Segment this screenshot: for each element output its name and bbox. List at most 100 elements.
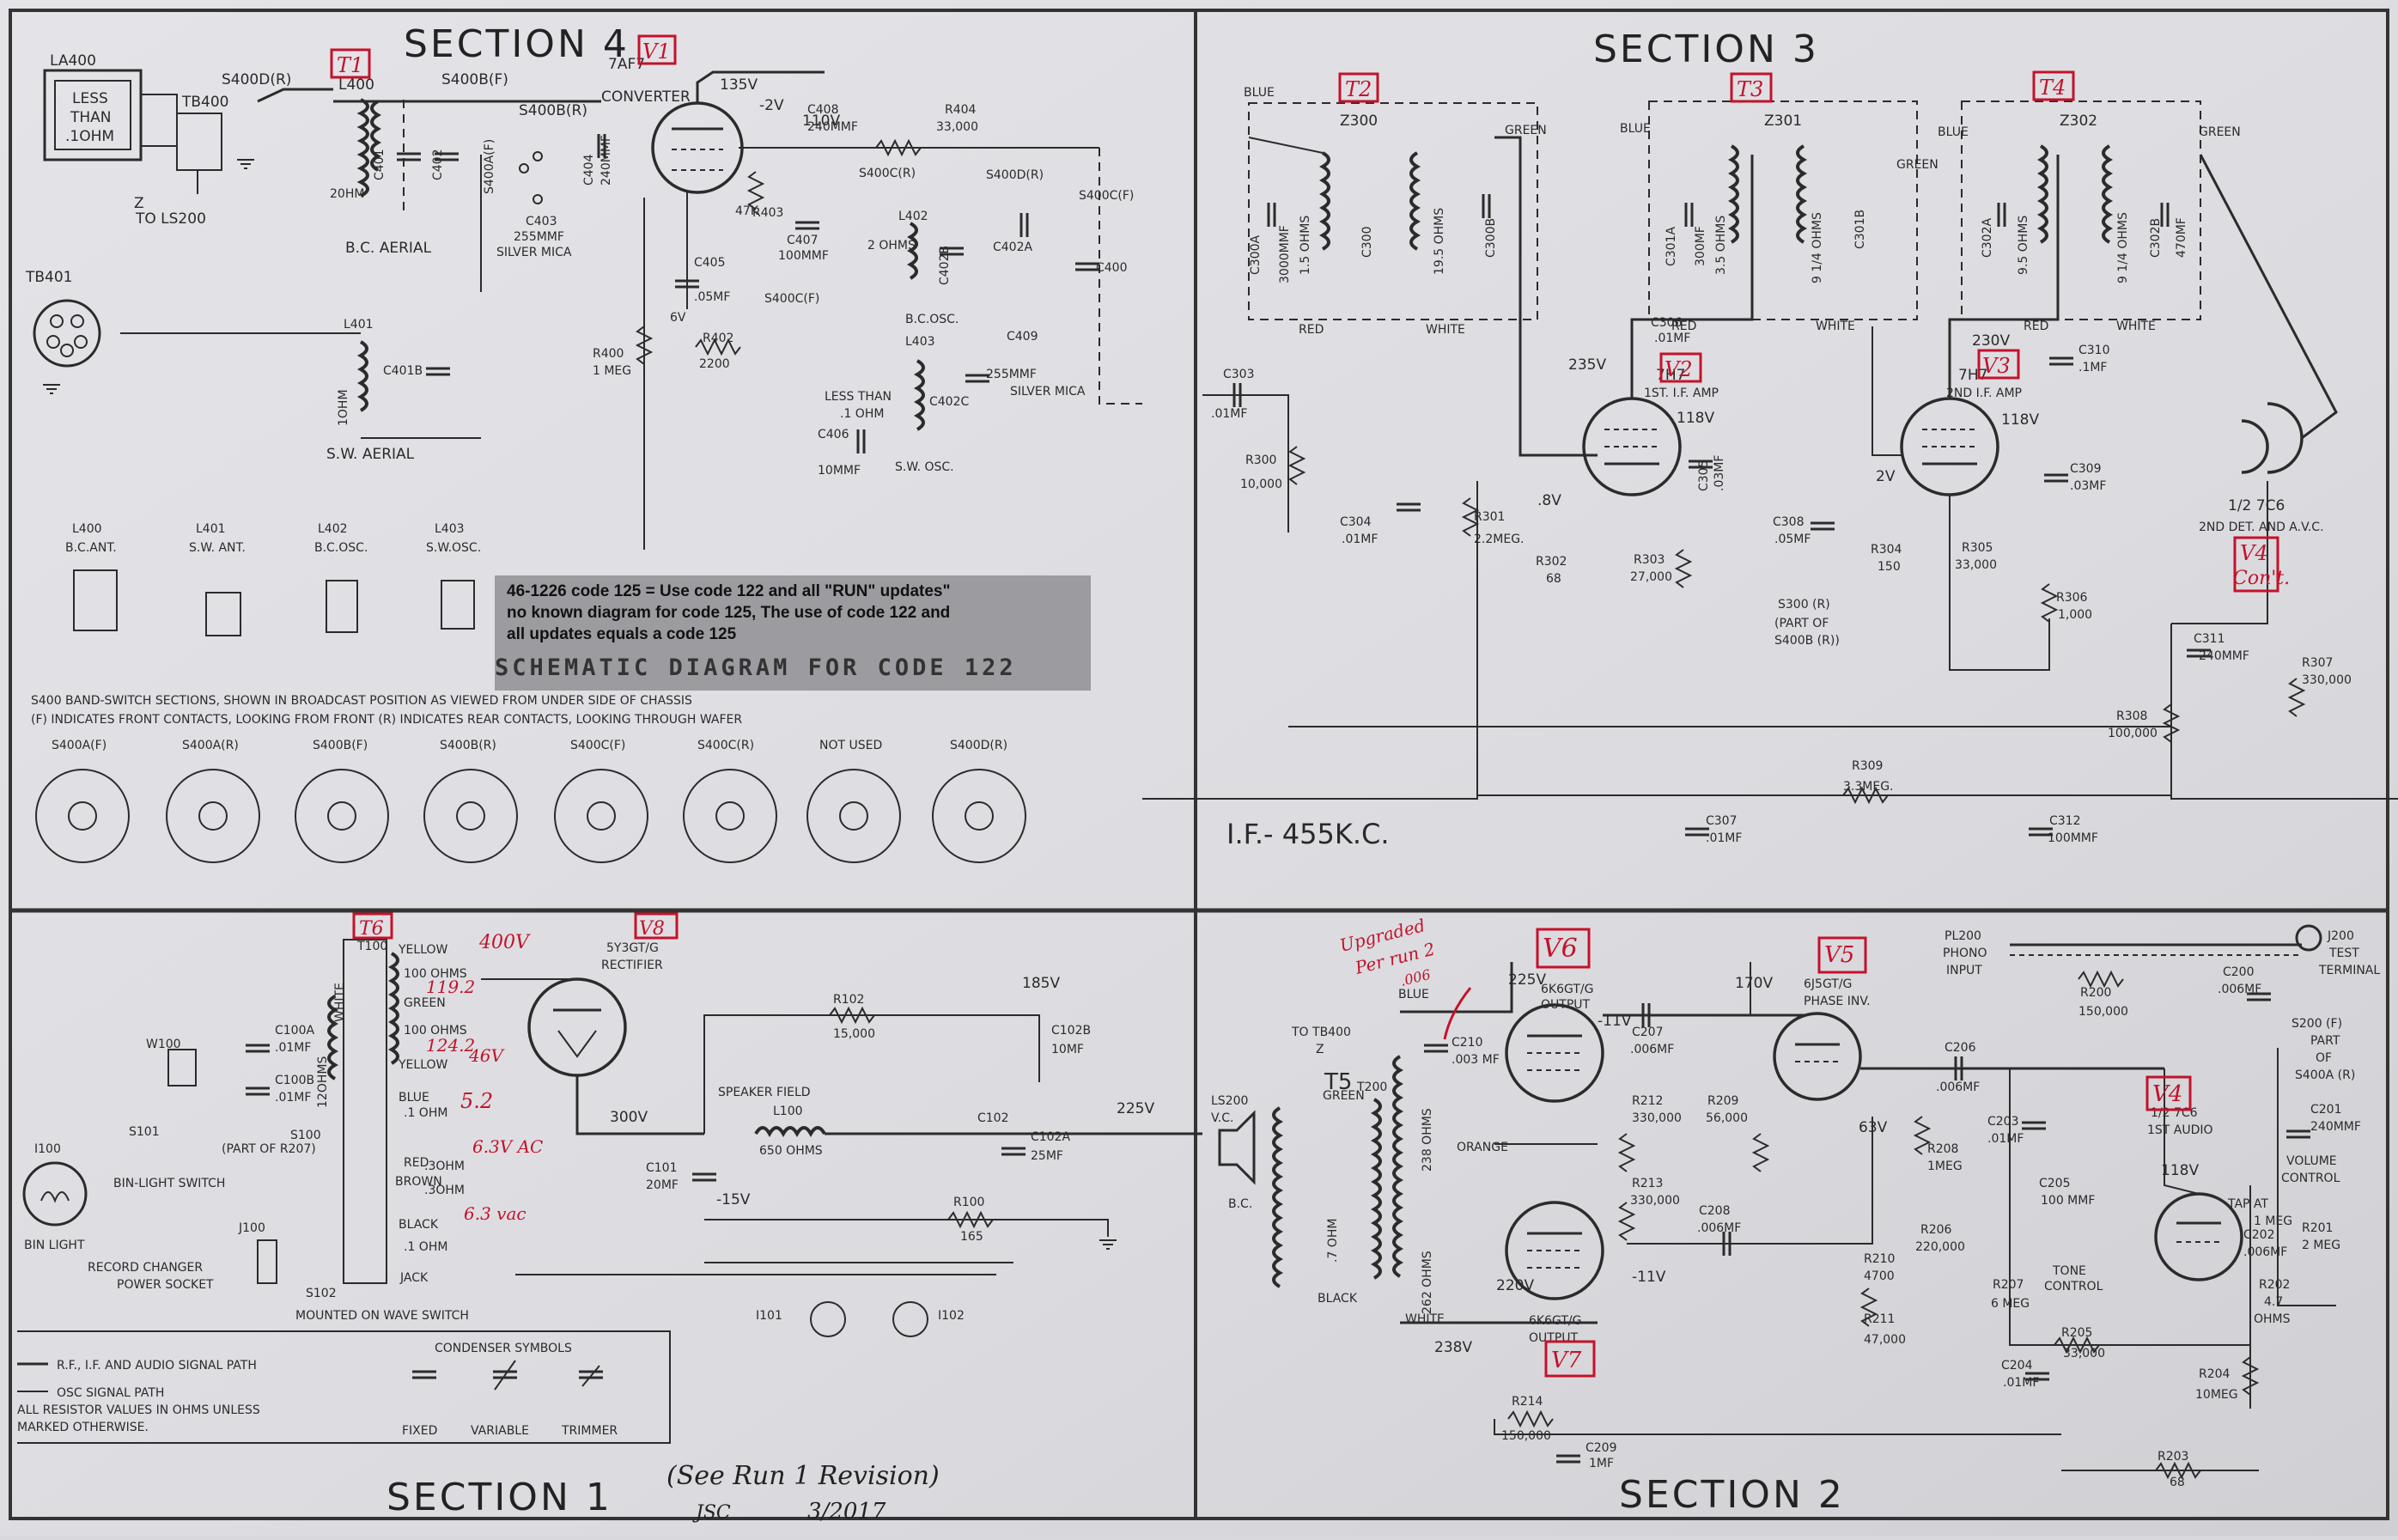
svg-text:330,000: 330,000 — [2302, 673, 2352, 687]
svg-text:300MF: 300MF — [1694, 226, 1707, 266]
tag-v5: V5 — [1824, 942, 1854, 968]
svg-text:.006MF: .006MF — [1936, 1080, 1980, 1094]
svg-text:33,000: 33,000 — [2063, 1347, 2105, 1360]
svg-text:C404: C404 — [582, 154, 596, 186]
svg-text:225V: 225V — [1508, 971, 1546, 989]
svg-text:R214: R214 — [1512, 1395, 1543, 1409]
svg-text:100 OHMS: 100 OHMS — [404, 967, 467, 981]
svg-text:R309: R309 — [1852, 759, 1883, 773]
svg-text:3.3MEG.: 3.3MEG. — [1843, 780, 1894, 794]
sheet-border — [9, 9, 2389, 1520]
band-switch-wafers: S400A(F) S400A(R) S400B(F) S400B(R) S400… — [35, 739, 1026, 863]
svg-text:-11V: -11V — [1632, 1269, 1666, 1286]
svg-text:1OHM: 1OHM — [337, 389, 350, 426]
svg-text:C306: C306 — [1651, 316, 1683, 330]
svg-text:.05MF: .05MF — [694, 290, 730, 304]
revision-signature: JSC — [692, 1502, 731, 1524]
svg-text:C207: C207 — [1632, 1026, 1664, 1039]
svg-text:15,000: 15,000 — [833, 1027, 875, 1041]
svg-text:R307: R307 — [2302, 656, 2333, 670]
svg-text:6J5GT/G: 6J5GT/G — [1804, 977, 1852, 991]
section-4-heading: SECTION 4 — [404, 22, 630, 66]
svg-text:262 OHMS: 262 OHMS — [1421, 1251, 1434, 1314]
svg-text:SILVER MICA: SILVER MICA — [1010, 385, 1086, 399]
svg-text:C402A: C402A — [993, 240, 1032, 254]
svg-text:T5: T5 — [1324, 1069, 1352, 1095]
svg-text:2V: 2V — [1876, 468, 1896, 485]
wafer-label: S400A(F) — [52, 739, 107, 752]
svg-text:RECORD CHANGER: RECORD CHANGER — [88, 1261, 203, 1275]
svg-text:1ST AUDIO: 1ST AUDIO — [2147, 1123, 2213, 1137]
svg-text:S400B(R): S400B(R) — [519, 102, 587, 119]
svg-text:TO TB400: TO TB400 — [1291, 1026, 1351, 1039]
z300-can — [1248, 102, 1538, 320]
svg-text:100MMF: 100MMF — [2048, 831, 2098, 845]
svg-text:6K6GT/G: 6K6GT/G — [1541, 983, 1593, 996]
svg-text:WHITE: WHITE — [1816, 320, 1855, 333]
svg-text:240MMF: 240MMF — [2199, 649, 2249, 663]
svg-text:.03MF: .03MF — [1713, 455, 1726, 491]
svg-text:2ND I.F. AMP: 2ND I.F. AMP — [1946, 387, 2022, 400]
svg-text:OF: OF — [2316, 1051, 2332, 1065]
svg-text:THAN: THAN — [70, 109, 112, 126]
svg-text:C309: C309 — [2070, 462, 2102, 476]
svg-text:100 MMF: 100 MMF — [2041, 1194, 2095, 1208]
svg-text:4700: 4700 — [1864, 1269, 1895, 1283]
svg-text:C102: C102 — [977, 1111, 1009, 1125]
svg-text:TB400: TB400 — [181, 94, 229, 111]
svg-text:238V: 238V — [1434, 1339, 1472, 1356]
svg-text:1MF: 1MF — [1589, 1457, 1614, 1470]
if-frequency: I.F.- 455K.C. — [1226, 818, 1390, 850]
svg-text:B.C. AERIAL: B.C. AERIAL — [345, 240, 432, 257]
svg-text:230V: 230V — [1972, 332, 2010, 350]
svg-text:.05MF: .05MF — [1774, 533, 1811, 546]
svg-text:118V: 118V — [2161, 1162, 2199, 1179]
svg-text:.3OHM: .3OHM — [424, 1160, 465, 1173]
svg-text:10MEG: 10MEG — [2195, 1388, 2238, 1402]
svg-text:S400D(R): S400D(R) — [986, 168, 1044, 182]
svg-text:240MMF: 240MMF — [2310, 1120, 2361, 1134]
svg-text:650 OHMS: 650 OHMS — [759, 1144, 823, 1158]
svg-text:.1 OHM: .1 OHM — [840, 407, 884, 421]
svg-text:C400: C400 — [1096, 261, 1128, 275]
section-4-circuit: LA400 LESS THAN .1OHM TB400 Z TO LS200 S… — [25, 52, 1390, 863]
svg-text:RED: RED — [2024, 320, 2048, 333]
svg-text:ALL RESISTOR VALUES IN OHMS UN: ALL RESISTOR VALUES IN OHMS UNLESS — [17, 1403, 260, 1417]
svg-text:RECTIFIER: RECTIFIER — [601, 959, 663, 972]
svg-text:150,000: 150,000 — [2078, 1005, 2128, 1019]
wafer-label: S400C(R) — [697, 739, 754, 752]
svg-text:R201: R201 — [2302, 1221, 2333, 1235]
svg-text:.01MF: .01MF — [275, 1041, 311, 1055]
svg-text:S300 (R): S300 (R) — [1778, 598, 1830, 612]
svg-text:R.F., I.F. AND AUDIO SIGNAL PA: R.F., I.F. AND AUDIO SIGNAL PATH — [57, 1359, 257, 1373]
bin-light-lamp — [22, 1161, 88, 1227]
svg-text:TERMINAL: TERMINAL — [2318, 964, 2380, 977]
svg-text:C202: C202 — [2243, 1228, 2275, 1242]
tb401-connector — [33, 299, 101, 368]
svg-text:TONE: TONE — [2052, 1264, 2086, 1278]
svg-text:B.C.: B.C. — [1228, 1197, 1252, 1211]
svg-text:.1MF: .1MF — [2078, 361, 2108, 374]
svg-text:R200: R200 — [2080, 986, 2111, 1000]
v6-tube-envelope — [1505, 1003, 1604, 1103]
svg-text:C304: C304 — [1340, 515, 1372, 529]
svg-text:-15V: -15V — [716, 1191, 751, 1208]
svg-text:C312: C312 — [2049, 814, 2081, 828]
svg-text:7AF7: 7AF7 — [608, 56, 645, 73]
svg-text:S400C(R): S400C(R) — [859, 167, 916, 180]
svg-text:3.5 OHMS: 3.5 OHMS — [1714, 216, 1728, 275]
svg-text:135V: 135V — [720, 76, 758, 94]
svg-text:10MF: 10MF — [1051, 1043, 1084, 1056]
svg-text:C300A: C300A — [1249, 235, 1263, 275]
svg-text:C200: C200 — [2223, 965, 2255, 979]
svg-text:CONDENSER SYMBOLS: CONDENSER SYMBOLS — [435, 1342, 572, 1355]
svg-text:R213: R213 — [1632, 1177, 1663, 1190]
z301-can — [1648, 100, 1918, 320]
svg-text:LESS: LESS — [72, 90, 108, 107]
svg-text:I100: I100 — [34, 1142, 61, 1156]
svg-text:GREEN: GREEN — [2199, 125, 2241, 139]
svg-text:C100A: C100A — [275, 1024, 314, 1038]
svg-text:47K: 47K — [735, 204, 759, 218]
svg-text:.1 OHM: .1 OHM — [404, 1240, 447, 1254]
svg-text:OSC SIGNAL PATH: OSC SIGNAL PATH — [57, 1386, 164, 1400]
